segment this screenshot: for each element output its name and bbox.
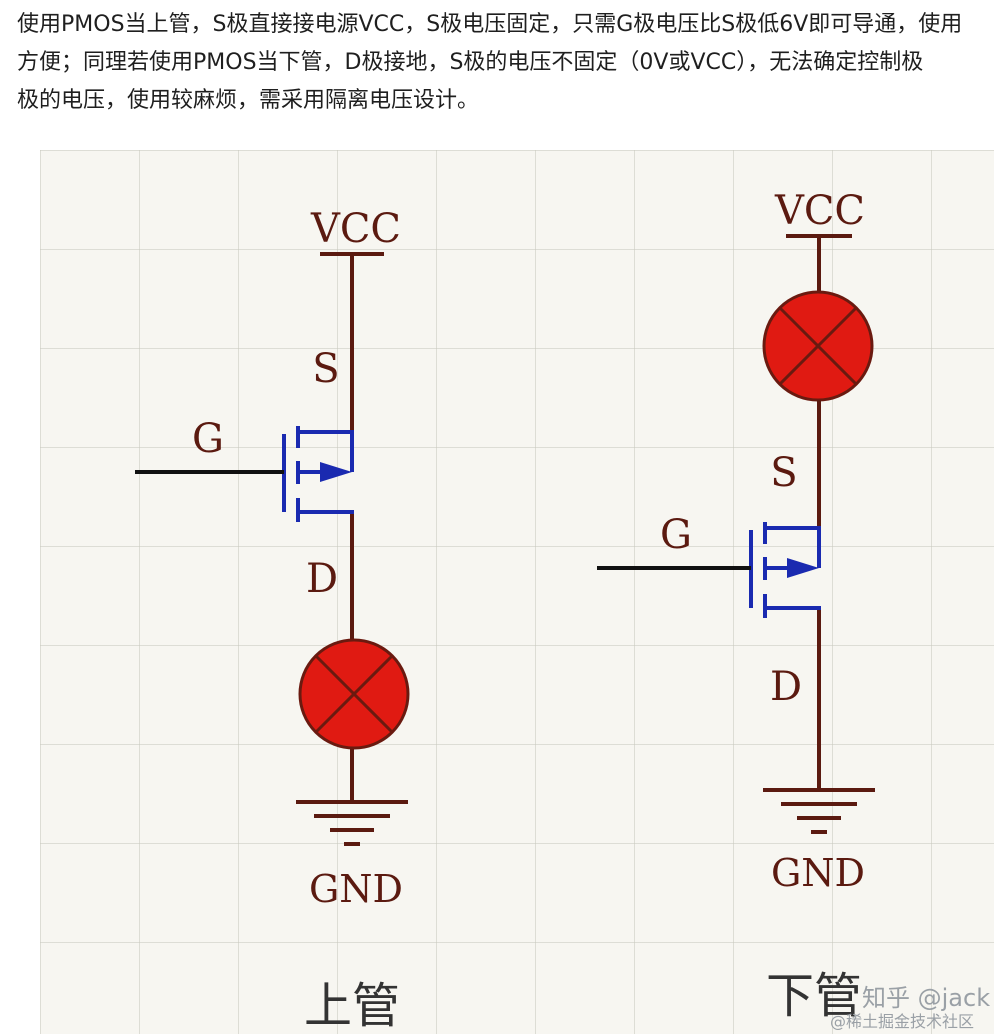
zhihu-watermark: 知乎 @jack (862, 984, 991, 1012)
source-label: S (770, 450, 797, 496)
high-side-caption: 上管 (304, 978, 400, 1034)
source-label: S (312, 346, 339, 392)
gate-label: G (192, 416, 224, 462)
pmos-transistor-icon (282, 426, 354, 522)
gnd-label: GND (309, 867, 403, 911)
article-paragraph: 使用PMOS当上管，S极直接接电源VCC，S极电压固定，只需G极电压比S极低6V… (17, 6, 994, 120)
low-side-caption: 下管 (766, 968, 862, 1024)
ground-icon (294, 800, 410, 846)
pmos-transistor-icon (749, 522, 821, 618)
drain-label: D (770, 664, 802, 710)
paragraph-line-1: 使用PMOS当上管，S极直接接电源VCC，S极电压固定，只需G极电压比S极低6V… (17, 12, 963, 37)
juejin-watermark: @稀土掘金技术社区 (830, 1012, 975, 1031)
drain-label: D (306, 556, 338, 602)
gnd-label: GND (771, 851, 865, 895)
lamp-icon (298, 638, 410, 750)
paragraph-line-3: 极的电压，使用较麻烦，需采用隔离电压设计。 (17, 88, 480, 113)
lamp-icon (762, 290, 874, 402)
vcc-label: VCC (310, 206, 401, 252)
low-side-circuit: VCC S G D GND 下管 (597, 188, 877, 1024)
ground-icon (761, 788, 877, 834)
paragraph-line-2: 方便；同理若使用PMOS当下管，D极接地，S极的电压不固定（0V或VCC），无法… (17, 50, 924, 75)
gate-label: G (660, 512, 692, 558)
vcc-label: VCC (774, 188, 865, 234)
high-side-circuit: VCC S G D GND 上管 (135, 206, 410, 1034)
